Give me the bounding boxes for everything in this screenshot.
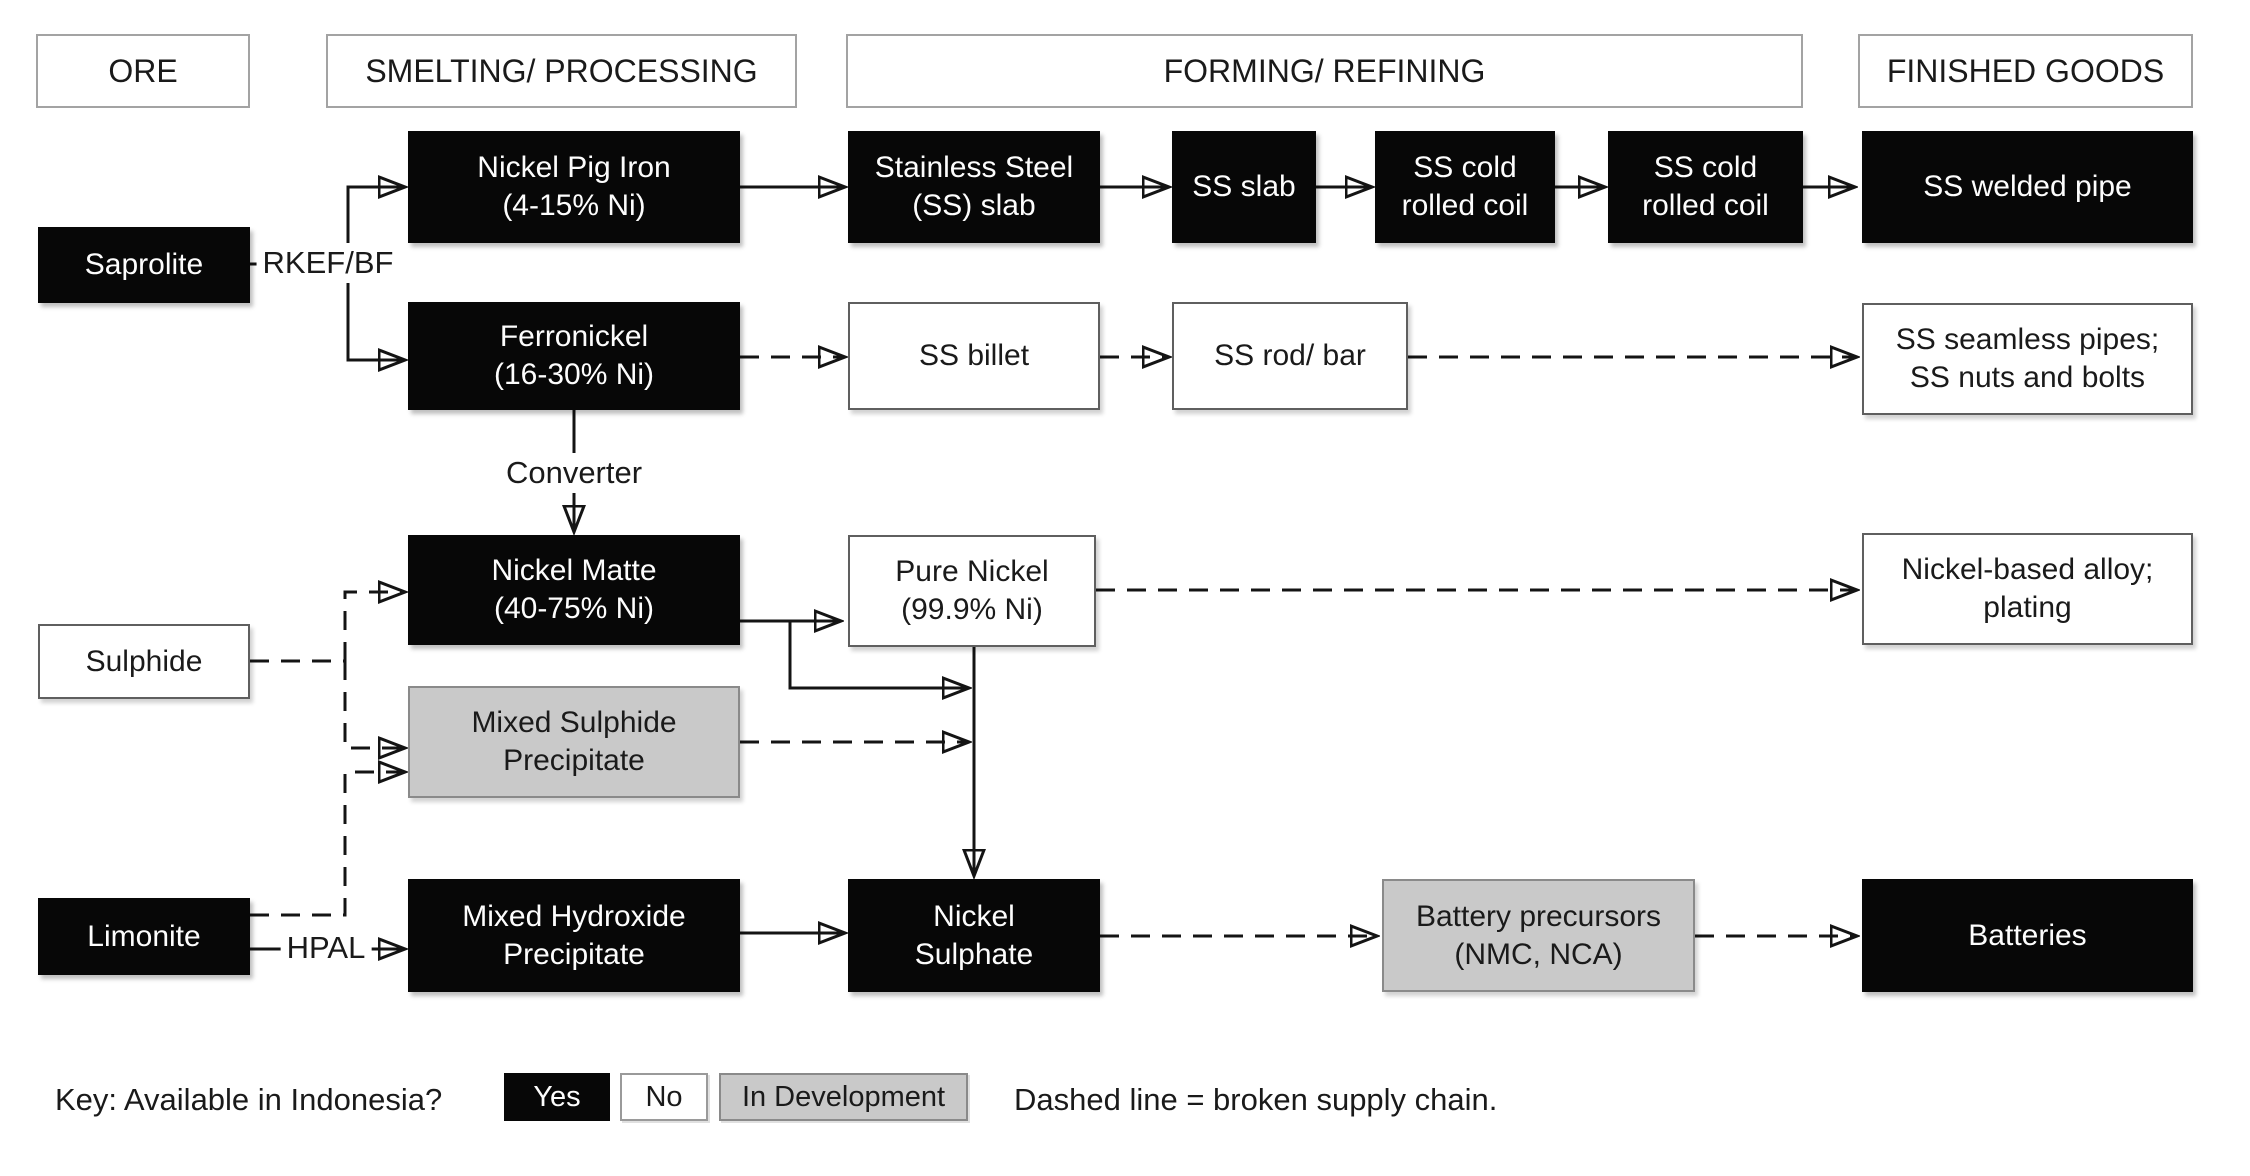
header-ore: ORE xyxy=(36,34,250,108)
node-ss-cold-rolled-coil-1: SS cold rolled coil xyxy=(1375,131,1555,243)
edge-saprolite-to-ferronickel xyxy=(346,264,404,360)
edge-saprolite-to-nickel-pig-iron xyxy=(346,187,404,264)
node-mixed-hydroxide-precipitate: Mixed Hydroxide Precipitate xyxy=(408,879,740,992)
node-ss-cold-rolled-coil-2: SS cold rolled coil xyxy=(1608,131,1803,243)
node-nickel-pig-iron: Nickel Pig Iron (4-15% Ni) xyxy=(408,131,740,243)
node-ferronickel: Ferronickel (16-30% Ni) xyxy=(408,302,740,410)
node-battery-precursors: Battery precursors (NMC, NCA) xyxy=(1382,879,1695,992)
edge-label-converter: Converter xyxy=(499,453,649,493)
edge-limonite-to-msp xyxy=(250,772,404,917)
header-smelting-processing: SMELTING/ PROCESSING xyxy=(326,34,797,108)
key-swatch-in-development: In Development xyxy=(719,1073,968,1121)
node-limonite: Limonite xyxy=(38,898,250,975)
node-stainless-steel-slab: Stainless Steel (SS) slab xyxy=(848,131,1100,243)
node-ss-billet: SS billet xyxy=(848,302,1100,410)
node-ss-seamless-pipes: SS seamless pipes; SS nuts and bolts xyxy=(1862,303,2193,415)
key-dashed-line-note: Dashed line = broken supply chain. xyxy=(1014,1082,1498,1117)
node-nickel-matte: Nickel Matte (40-75% Ni) xyxy=(408,535,740,645)
node-nickel-sulphate: Nickel Sulphate xyxy=(848,879,1100,992)
header-forming-refining: FORMING/ REFINING xyxy=(846,34,1803,108)
edge-matte-to-merge-line xyxy=(788,621,968,688)
edge-sulphide-to-msp xyxy=(343,661,404,748)
edge-sulphide-to-nickel-matte xyxy=(343,592,404,661)
node-pure-nickel: Pure Nickel (99.9% Ni) xyxy=(848,535,1096,647)
header-finished-goods: FINISHED GOODS xyxy=(1858,34,2193,108)
node-batteries: Batteries xyxy=(1862,879,2193,992)
node-saprolite: Saprolite xyxy=(38,227,250,303)
node-ss-slab: SS slab xyxy=(1172,131,1316,243)
node-ss-rod-bar: SS rod/ bar xyxy=(1172,302,1408,410)
key-swatch-yes: Yes xyxy=(504,1073,610,1121)
edge-label-hpal: HPAL xyxy=(280,928,372,968)
node-mixed-sulphide-precipitate: Mixed Sulphide Precipitate xyxy=(408,686,740,798)
edge-label-rkef-bf: RKEF/BF xyxy=(256,243,400,283)
node-sulphide: Sulphide xyxy=(38,624,250,699)
key-swatch-no: No xyxy=(620,1073,708,1121)
node-nickel-based-alloy: Nickel-based alloy; plating xyxy=(1862,533,2193,645)
key-title: Key: Available in Indonesia? xyxy=(55,1082,443,1117)
node-ss-welded-pipe: SS welded pipe xyxy=(1862,131,2193,243)
